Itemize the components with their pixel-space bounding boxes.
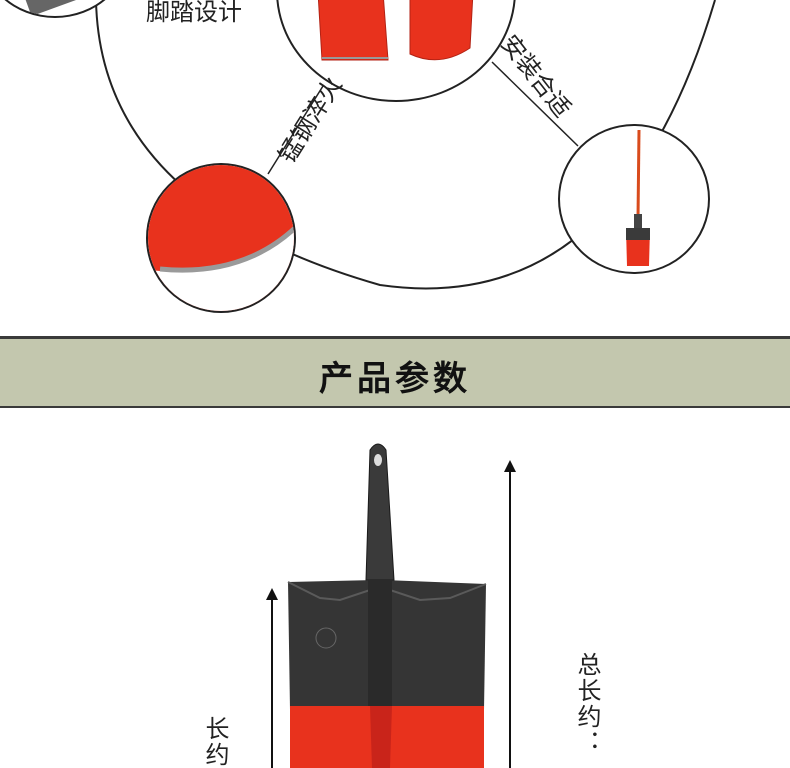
blade-length-label: 长约 [201, 716, 229, 768]
install-thumbnail [558, 124, 710, 274]
banner-title: 产品参数 [319, 359, 471, 399]
shovel-product-image [287, 443, 487, 768]
total-length-label: 总长约： [573, 652, 601, 756]
pedal-design-label: 脚踏设计 [146, 0, 242, 26]
quench-thumbnail [146, 163, 296, 313]
total-length-arrow [504, 460, 516, 768]
parameters-banner: 产品参数 [0, 336, 790, 408]
blade-length-arrow [266, 588, 278, 768]
